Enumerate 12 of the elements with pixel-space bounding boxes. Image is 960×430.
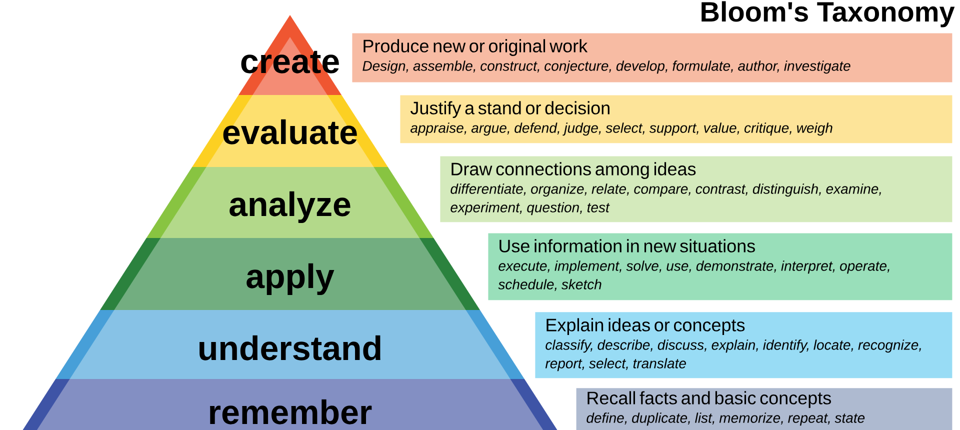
title: Bloom's Taxonomy bbox=[702, 1, 955, 28]
description-box: Draw connections among ideas differentiate, organize, relate, compare, contrast, distinguish, examine, experiment, question, test bbox=[440, 156, 952, 222]
description-box: Produce new or original work Design, assemble, construct, conjecture, develop, formulate, author, investigate bbox=[352, 33, 952, 82]
pyramid-tier: evaluate bbox=[192, 95, 388, 167]
description-box: Justify a stand or decision appraise, argue, defend, judge, select, support, value, critique, weigh bbox=[400, 95, 952, 144]
pyramid-tier: analyze bbox=[146, 167, 434, 238]
description-box: Explain ideas or concepts classify, describe, discuss, explain, identify, locate, recognize, report, select, translate bbox=[535, 312, 952, 378]
pyramid-tier: apply bbox=[100, 238, 480, 310]
description-box: Use information in new situations execute, implement, solve, use, demonstrate, interpret, operate, schedule, sketch bbox=[488, 233, 952, 300]
pyramid-tier: understand bbox=[56, 310, 524, 379]
pyramid-tier: remember bbox=[22, 378, 558, 430]
description-box: Recall facts and basic concepts define, duplicate, list, memorize, repeat, state bbox=[576, 388, 952, 430]
